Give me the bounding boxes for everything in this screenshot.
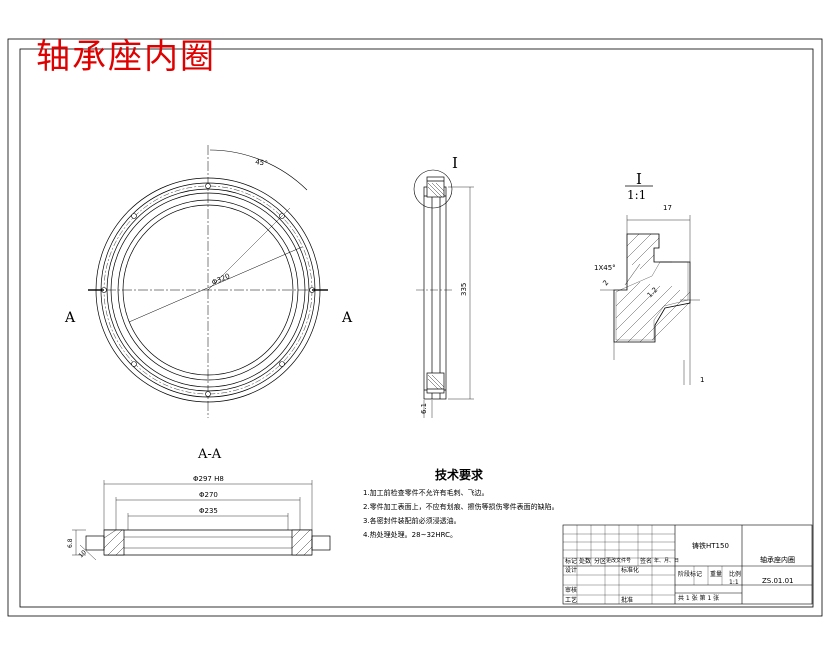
dim-inner: Φ235 (199, 507, 218, 515)
inner-border (19, 48, 814, 608)
tb-scale: 1:1 (729, 579, 739, 586)
section-view (72, 480, 331, 561)
tb-weight: 重量 (710, 571, 723, 578)
detail-dim-vertical: 1 (700, 376, 704, 384)
front-view (88, 145, 330, 418)
dim-left-1: 6.8 (67, 538, 74, 548)
tb-review: 审核 (565, 587, 578, 594)
height-label: 335 (460, 283, 468, 296)
outer-border (7, 38, 823, 617)
tb-process: 工艺 (565, 597, 578, 604)
dim-outer: Φ297 H8 (193, 475, 224, 483)
section-label: A-A (197, 447, 222, 462)
tb-header-count: 处数 (579, 558, 592, 565)
angle-label: 45° (255, 158, 268, 168)
dim-mid: Φ270 (199, 491, 218, 499)
thickness-label: 6.1 (420, 403, 428, 414)
detail-dim-small-1: 2 (601, 279, 610, 288)
detail-dim-small-2: 1.2 (646, 286, 660, 300)
detail-dim-top: 17 (663, 204, 672, 212)
tb-header-change-doc: 更改文件号 (606, 558, 632, 564)
tb-part-name: 轴承座内圈 (760, 556, 795, 564)
tb-standard: 标准化 (621, 567, 640, 574)
tb-ratio: 比例 (729, 571, 742, 578)
detail-callout-mark: I (452, 154, 458, 172)
note-item: 1.加工前检查零件不允许有毛刺、飞边。 (363, 489, 489, 497)
notes-heading: 技术要求 (435, 468, 484, 482)
dim-left-2: 10 (77, 549, 87, 559)
tb-material: 铸铁HT150 (692, 542, 729, 550)
section-mark-left: A (64, 310, 76, 326)
tb-approve: 批准 (621, 597, 634, 604)
tb-header-mark: 标记 (565, 558, 578, 565)
diameter-label: Φ320 (211, 272, 232, 287)
drawing-title: 轴承座内圈 (36, 37, 216, 77)
tb-stage: 阶段标记 (678, 571, 703, 578)
note-item: 2.零件加工表面上，不应有划痕、擦伤等损伤零件表面的缺陷。 (363, 503, 559, 511)
technical-notes: 技术要求 1.加工前检查零件不允许有毛刺、飞边。 2.零件加工表面上，不应有划痕… (363, 468, 559, 542)
title-block-grid (562, 524, 813, 605)
detail-chamfer: 1X45° (594, 264, 616, 272)
note-item: 3.各密封件装配前必须浸透油。 (363, 517, 461, 525)
detail-view (600, 215, 700, 385)
side-view (413, 169, 474, 418)
tb-header-zone: 分区 (594, 558, 607, 565)
tb-drawing-no: ZS.01.01 (762, 577, 794, 585)
tb-header-sign: 签名 (640, 558, 653, 565)
detail-scale: 1:1 (627, 188, 646, 202)
tb-designer: 设计 (565, 567, 578, 574)
note-item: 4.热处理处理。28~32HRC。 (363, 531, 458, 539)
tb-sheet-info: 共 1 张 第 1 张 (678, 595, 720, 602)
detail-mark: I (636, 170, 642, 188)
section-mark-right: A (341, 310, 353, 326)
tb-header-date: 年、月、日 (654, 558, 680, 564)
